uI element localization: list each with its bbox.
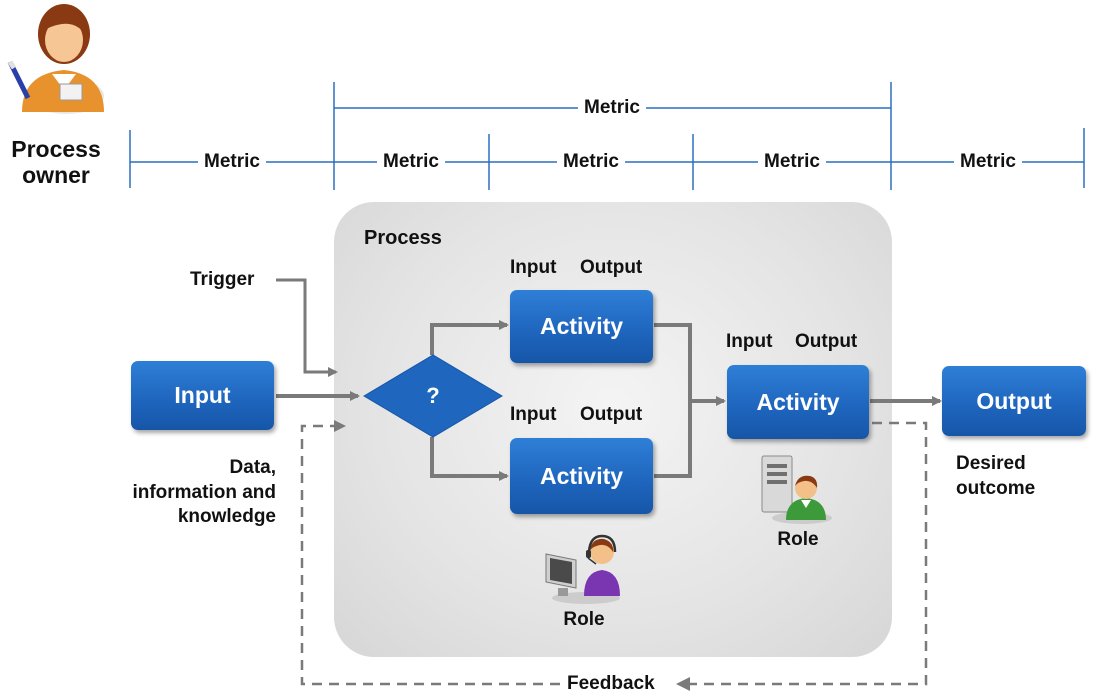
metric-label-5: Metric <box>954 151 1022 173</box>
output-box: Output <box>942 366 1086 436</box>
activity-right-input-label: Input <box>726 331 773 352</box>
output-caption: Desired outcome <box>956 453 1036 499</box>
flow-arrows <box>276 278 942 481</box>
process-title: Process <box>364 227 442 249</box>
role-server-person-icon <box>761 455 832 524</box>
activity-top-input-label: Input <box>510 257 557 278</box>
metric-label-3: Metric <box>557 151 625 173</box>
input-caption: Data, information and knowledge <box>132 457 276 528</box>
metric-label-top: Metric <box>578 97 646 119</box>
metric-label-1: Metric <box>198 151 266 173</box>
activity-top-box: Activity <box>510 290 653 363</box>
activity-top-output-label: Output <box>580 257 643 278</box>
decision-diamond <box>363 354 503 438</box>
metric-label-2: Metric <box>377 151 445 173</box>
input-box: Input <box>131 361 274 430</box>
role-headset-person-icon <box>545 534 620 604</box>
process-owner-icon <box>7 4 104 114</box>
role-left-label: Role <box>563 609 605 630</box>
decision-label: ? <box>426 383 440 408</box>
trigger-label: Trigger <box>190 269 255 290</box>
role-right-label: Role <box>777 529 819 550</box>
metric-label-4: Metric <box>758 151 826 173</box>
activity-bottom-input-label: Input <box>510 404 557 425</box>
activity-bottom-box: Activity <box>510 438 653 514</box>
activity-right-box: Activity <box>727 365 869 439</box>
activity-bottom-output-label: Output <box>580 404 643 425</box>
activity-right-output-label: Output <box>795 331 858 352</box>
feedback-loop <box>300 421 928 686</box>
feedback-label: Feedback <box>567 673 655 694</box>
process-owner-label: Process owner <box>11 136 101 189</box>
